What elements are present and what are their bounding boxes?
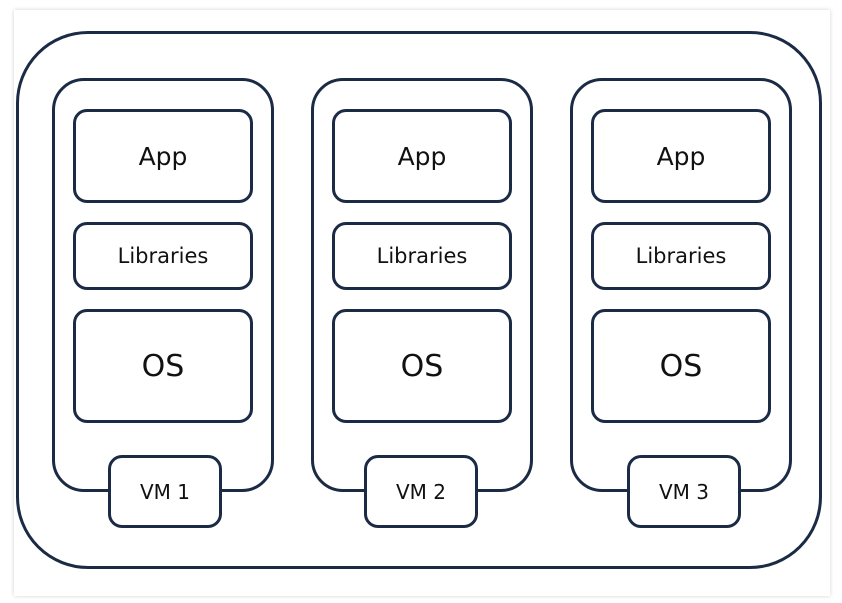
os-layer: OS	[73, 309, 253, 423]
vm-container-1: App Libraries OS	[52, 78, 274, 492]
app-layer: App	[73, 109, 253, 203]
os-layer: OS	[332, 309, 512, 423]
os-layer: OS	[591, 309, 771, 423]
host-container	[16, 31, 822, 569]
vm-container-3: App Libraries OS	[570, 78, 792, 492]
vm-label-3: VM 3	[627, 455, 741, 528]
app-layer: App	[332, 109, 512, 203]
app-layer: App	[591, 109, 771, 203]
libraries-layer: Libraries	[332, 222, 512, 290]
vm-label-1: VM 1	[108, 455, 222, 528]
vm-label-2: VM 2	[364, 455, 478, 528]
vm-container-2: App Libraries OS	[311, 78, 533, 492]
libraries-layer: Libraries	[591, 222, 771, 290]
libraries-layer: Libraries	[73, 222, 253, 290]
